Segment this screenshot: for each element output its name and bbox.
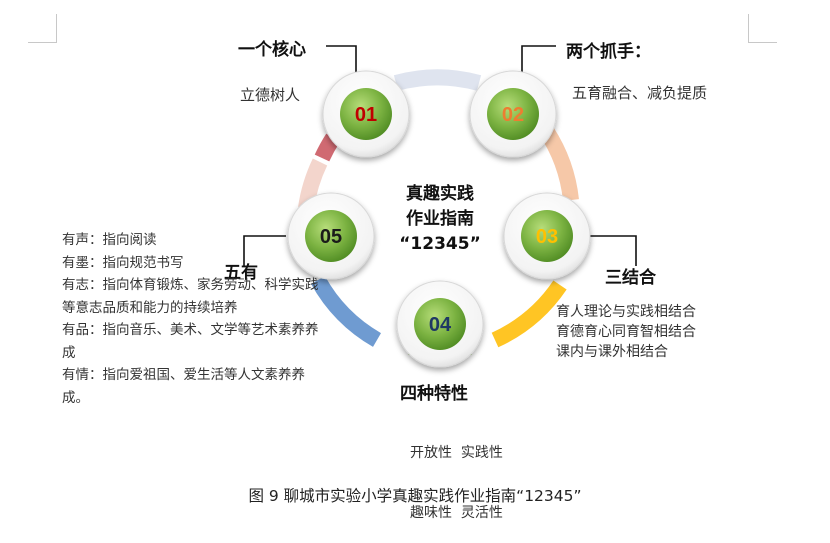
leader-line-02 xyxy=(521,45,556,82)
title-one-core: 一个核心 xyxy=(238,40,306,60)
note-two-handles: 五育融合、减负提质 xyxy=(572,84,708,102)
note-three-line-2: 育德育心同育智相结合 xyxy=(556,324,696,340)
node-01 xyxy=(322,70,410,158)
crop-mark-top-left xyxy=(28,14,57,43)
note-three-line-1: 育人理论与实践相结合 xyxy=(556,304,696,320)
node-02 xyxy=(469,70,557,158)
five-haves-item-5: 有情：指向爱祖国、爱生活等人文素养养成。 xyxy=(62,367,305,406)
note-three-combinations: 育人理论与实践相结合 育德育心同育智相结合 课内与课外相结合 xyxy=(556,302,696,362)
node-02-number: 02 xyxy=(502,104,524,126)
five-haves-item-2: 有墨：指向规范书写 xyxy=(62,254,184,271)
node-05 xyxy=(287,192,375,280)
five-haves-item-1: 有声：指向阅读 xyxy=(62,232,157,248)
title-two-handles: 两个抓手： xyxy=(566,42,651,62)
ring-arc-upper-right xyxy=(538,124,579,202)
node-01-number: 01 xyxy=(355,104,377,126)
title-four-features: 四种特性 xyxy=(400,384,468,404)
note-four-line-1: 开放性 实践性 xyxy=(410,445,503,461)
node-05-number: 05 xyxy=(320,226,342,248)
note-one-core: 立德树人 xyxy=(240,86,301,104)
five-haves-item-4: 有品：指向音乐、美术、文学等艺术素养养成 xyxy=(62,322,319,361)
node-04 xyxy=(396,280,484,368)
figure-caption: 图 9 聊城市实验小学真趣实践作业指南“12345” xyxy=(248,487,582,505)
title-five-haves: 五有 xyxy=(224,263,258,283)
node-03 xyxy=(503,192,591,280)
ring-arc-lower-right xyxy=(491,280,567,348)
center-title-line-3: “12345” xyxy=(399,234,481,254)
note-four-features: 开放性 实践性 趣味性 灵活性 xyxy=(410,403,503,543)
note-three-line-3: 课内与课外相结合 xyxy=(556,344,668,360)
title-three-combinations: 三结合 xyxy=(605,268,656,288)
five-haves-item-3: 有志：指向体育锻炼、家务劳动、科学实践等意志品质和能力的持续培养 xyxy=(62,277,319,316)
center-title-line-1: 真趣实践 xyxy=(406,184,474,204)
note-five-haves: 有声：指向阅读 有墨：指向规范书写 有志：指向体育锻炼、家务劳动、科学实践等意志… xyxy=(62,229,330,409)
center-title-line-2: 作业指南 xyxy=(406,209,474,229)
note-four-line-2: 趣味性 灵活性 xyxy=(410,505,503,521)
ring-arc-lower-left xyxy=(311,275,382,347)
node-03-number: 03 xyxy=(536,226,558,248)
ring-arc-top xyxy=(393,69,482,91)
leader-line-03 xyxy=(580,235,637,266)
ring-arc-upper-left xyxy=(314,133,340,162)
leader-line-05 xyxy=(243,235,286,266)
cycle-diagram: 01 02 03 04 05 xyxy=(243,45,637,368)
crop-mark-top-right xyxy=(748,14,777,43)
node-04-number: 04 xyxy=(429,314,452,336)
center-title: 真趣实践 作业指南 “12345” xyxy=(375,182,505,257)
